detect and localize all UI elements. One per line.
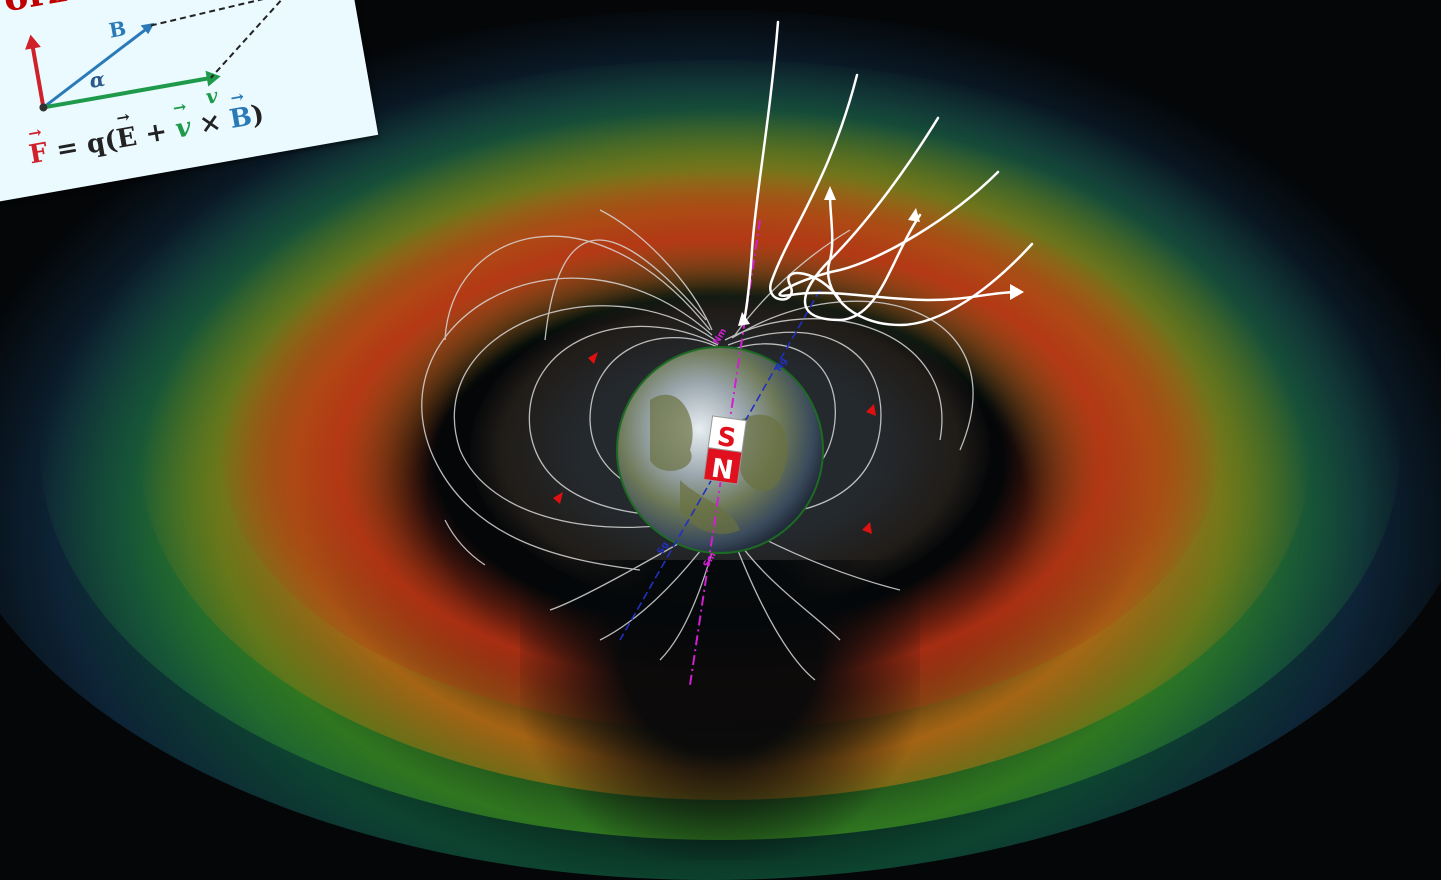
magnet-S-label: S xyxy=(715,422,738,454)
trajectory xyxy=(769,73,859,302)
field-line xyxy=(724,318,943,441)
arrowhead-icon xyxy=(824,186,836,200)
arrow-icon xyxy=(588,352,598,364)
force-arrowhead-icon xyxy=(25,34,41,50)
magnetosphere-scene: S N Nm Ng Sm Sg orza di xyxy=(0,0,1441,817)
geographic-axis xyxy=(619,289,821,641)
trajectory xyxy=(742,20,780,324)
dashed-edge xyxy=(210,0,289,79)
vector-diagram xyxy=(25,0,289,112)
field-line xyxy=(544,239,707,341)
trajectory-arrowheads xyxy=(738,186,1024,326)
field-line xyxy=(444,519,486,566)
field-line xyxy=(453,305,716,528)
particle-trajectories xyxy=(742,20,1034,327)
shadow-wedge xyxy=(520,560,920,860)
field-line xyxy=(444,235,711,341)
arrowhead-icon xyxy=(908,208,920,222)
lorentz-force-card: orza di B α v F = q(E + v × B) xyxy=(0,0,379,202)
v-vector xyxy=(43,76,210,110)
field-direction-arrows xyxy=(553,352,876,534)
arrow-icon xyxy=(866,404,876,416)
magnet-N-label: N xyxy=(709,453,735,486)
trajectory xyxy=(778,170,1022,302)
v-arrowhead-icon xyxy=(205,70,221,87)
origin-point xyxy=(39,103,48,112)
force-vector xyxy=(30,43,46,108)
dashed-edge xyxy=(150,0,288,27)
field-line xyxy=(729,529,816,681)
formula-plus: + xyxy=(133,115,179,152)
arrowhead-icon xyxy=(1010,284,1024,300)
formula-cross: × xyxy=(188,105,233,142)
arrow-icon xyxy=(553,492,563,504)
B-vector xyxy=(42,25,150,109)
trajectory xyxy=(803,116,940,322)
arrow-icon xyxy=(862,522,872,534)
trajectory xyxy=(826,193,1034,327)
field-line xyxy=(528,325,719,517)
field-line xyxy=(421,277,713,571)
label-Nm: Nm xyxy=(712,327,729,347)
arrowhead-icon xyxy=(738,312,750,326)
earth-field-diagram: S N Nm Ng Sm Sg xyxy=(421,20,1034,686)
field-line xyxy=(599,209,713,331)
field-line xyxy=(731,300,974,451)
bar-magnet: S N xyxy=(703,415,747,486)
earth-continents xyxy=(650,394,788,534)
